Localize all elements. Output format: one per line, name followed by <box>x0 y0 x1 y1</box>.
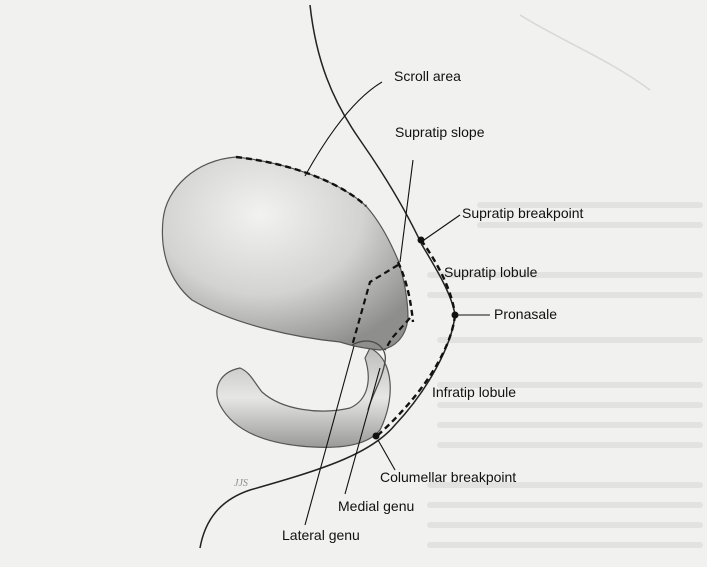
leader-supratip-slope <box>400 160 413 262</box>
lateral-crus-shape <box>162 157 408 350</box>
leader-supratip-breakpoint <box>424 215 460 240</box>
medial-crus-shape <box>217 348 390 447</box>
label-columellar-breakpoint: Columellar breakpoint <box>380 469 516 485</box>
label-supratip-lobule: Supratip lobule <box>444 264 537 280</box>
supratip-breakpoint-dot <box>418 237 425 244</box>
leader-scroll-area <box>305 82 382 176</box>
label-supratip-breakpoint: Supratip breakpoint <box>462 205 583 221</box>
label-pronasale: Pronasale <box>494 306 557 322</box>
label-medial-genu: Medial genu <box>338 498 414 514</box>
label-lateral-genu: Lateral genu <box>282 527 360 543</box>
columellar-breakpoint-dot <box>373 433 380 440</box>
pronasale-dot <box>452 312 459 319</box>
label-infratip-lobule: Infratip lobule <box>432 384 516 400</box>
leader-columellar-breakpoint <box>378 440 395 470</box>
background-page-texture <box>430 205 700 545</box>
faint-nasal-outline <box>520 15 650 90</box>
label-scroll-area: Scroll area <box>394 68 461 84</box>
artist-signature: JJS <box>234 478 248 489</box>
label-supratip-slope: Supratip slope <box>395 124 485 140</box>
